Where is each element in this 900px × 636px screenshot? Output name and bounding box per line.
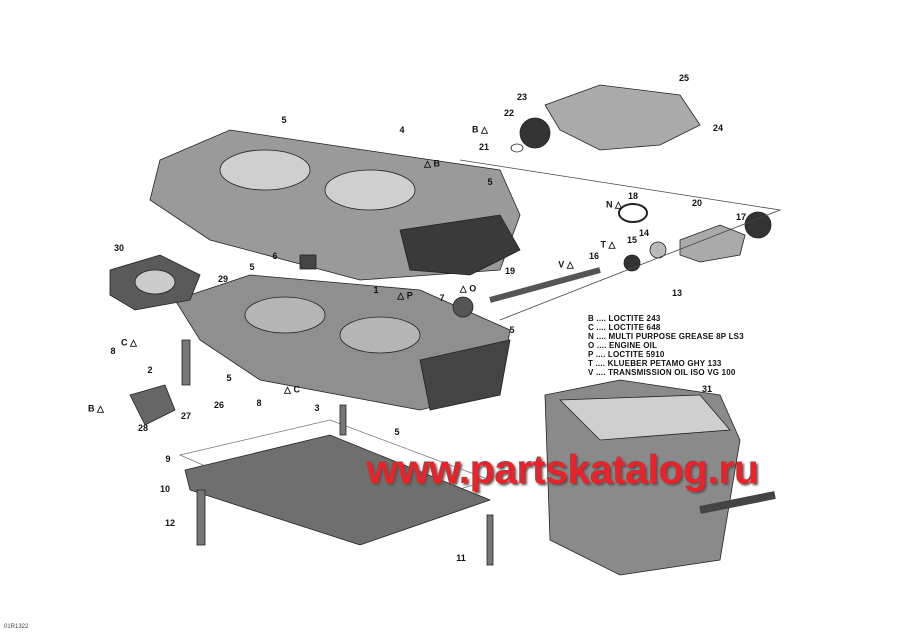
callout-2: 2 xyxy=(147,365,153,375)
callout-25: 25 xyxy=(678,73,690,83)
callout-5: 5 xyxy=(249,262,255,272)
callout-5: 5 xyxy=(509,325,515,335)
callout-b: △ B xyxy=(424,158,440,169)
callout-12: 12 xyxy=(164,518,176,528)
callout-17: 17 xyxy=(735,212,747,222)
callout-22: 22 xyxy=(503,108,515,118)
callout-31: 31 xyxy=(701,384,713,394)
callout-20: 20 xyxy=(691,198,703,208)
legend-item: N .... MULTI PURPOSE GREASE 8P LS3 xyxy=(588,332,744,341)
callout-1: 1 xyxy=(373,285,379,295)
callout-v: V △ xyxy=(558,259,574,270)
pump-shaft xyxy=(489,267,601,303)
callout-b: B △ xyxy=(472,124,488,135)
callout-9: 9 xyxy=(165,454,171,464)
watermark: www.partskatalog.ru xyxy=(366,446,759,492)
callout-13: 13 xyxy=(671,288,683,298)
callout-b: B △ xyxy=(88,403,104,414)
callout-5: 5 xyxy=(281,115,287,125)
callout-p: △ P xyxy=(397,290,413,301)
callout-n: N △ xyxy=(606,199,622,210)
callout-5: 5 xyxy=(487,177,493,187)
callout-7: 7 xyxy=(439,293,445,303)
callout-8: 8 xyxy=(110,346,116,356)
callout-10: 10 xyxy=(159,484,171,494)
callout-3: 3 xyxy=(314,403,320,413)
callout-4: 4 xyxy=(399,125,405,135)
callout-19: 19 xyxy=(504,266,516,276)
legend-item: O .... ENGINE OIL xyxy=(588,341,658,350)
callout-5: 5 xyxy=(394,427,400,437)
callout-29: 29 xyxy=(217,274,229,284)
callout-15: 15 xyxy=(626,235,638,245)
legend-item: T .... KLUEBER PETAMO GHY 133 xyxy=(588,359,722,368)
callout-8: 8 xyxy=(256,398,262,408)
callout-t: T △ xyxy=(600,239,616,250)
impeller xyxy=(519,117,551,149)
callout-30: 30 xyxy=(113,243,125,253)
callout-6: 6 xyxy=(272,251,278,261)
callout-16: 16 xyxy=(588,251,600,261)
callout-26: 26 xyxy=(213,400,225,410)
oil-pan xyxy=(184,434,492,546)
callout-5: 5 xyxy=(226,373,232,383)
bearing-housing xyxy=(679,224,746,263)
legend-item: C .... LOCTITE 648 xyxy=(588,323,661,332)
reference-code: 01R1322 xyxy=(4,624,29,630)
callout-14: 14 xyxy=(638,228,650,238)
lubricant-legend: B .... LOCTITE 243 C .... LOCTITE 648 N … xyxy=(588,314,744,377)
legend-item: B .... LOCTITE 243 xyxy=(588,314,661,323)
callout-28: 28 xyxy=(137,423,149,433)
legend-item: P .... LOCTITE 5910 xyxy=(588,350,665,359)
callout-21: 21 xyxy=(478,142,490,152)
callout-c: C △ xyxy=(121,337,137,348)
callout-o: △ O xyxy=(459,283,477,294)
callout-11: 11 xyxy=(456,553,466,563)
callout-c: △ C xyxy=(284,384,300,395)
callout-24: 24 xyxy=(712,123,724,133)
callout-18: 18 xyxy=(627,191,639,201)
legend-item: V .... TRANSMISSION OIL ISO VG 100 xyxy=(588,368,736,377)
callout-23: 23 xyxy=(516,92,528,102)
callout-27: 27 xyxy=(180,411,192,421)
water-pump-housing xyxy=(544,84,701,151)
